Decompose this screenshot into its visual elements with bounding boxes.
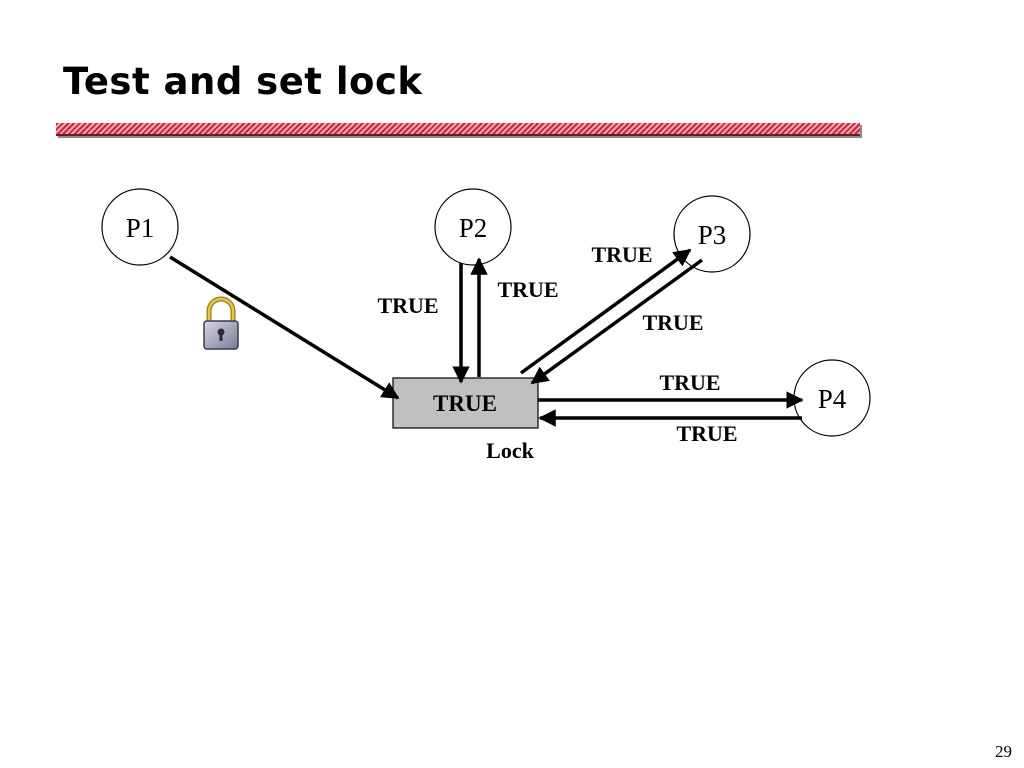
arrow-p1-to-lock <box>169 255 400 400</box>
edge-label-p3-to-lock: TRUE <box>642 310 703 335</box>
title-divider <box>56 123 860 136</box>
lock-caption: Lock <box>486 438 534 463</box>
process-node-p2: P2 <box>434 188 512 266</box>
edge-label-p2-to-lock: TRUE <box>377 293 438 318</box>
process-label-p2: P2 <box>459 213 488 243</box>
page-number: 29 <box>995 742 1012 761</box>
padlock-icon <box>203 296 239 350</box>
process-node-p1: P1 <box>101 188 179 266</box>
process-label-p1: P1 <box>126 213 155 243</box>
process-label-p4: P4 <box>818 384 847 414</box>
process-label-p3: P3 <box>698 220 727 250</box>
arrow-lock-to-p3 <box>519 248 692 375</box>
process-node-p4: P4 <box>793 359 871 437</box>
edge-label-lock-to-p4: TRUE <box>659 370 720 395</box>
edge-label-lock-to-p3: TRUE <box>591 242 652 267</box>
edge-label-p4-to-lock: TRUE <box>676 421 737 446</box>
edge-label-lock-to-p2: TRUE <box>497 277 558 302</box>
lock-variable-box: TRUE <box>392 377 539 429</box>
slide-title: Test and set lock <box>63 60 423 103</box>
process-node-p3: P3 <box>673 195 751 273</box>
arrow-p3-to-lock <box>530 258 704 385</box>
lock-value: TRUE <box>433 391 497 416</box>
